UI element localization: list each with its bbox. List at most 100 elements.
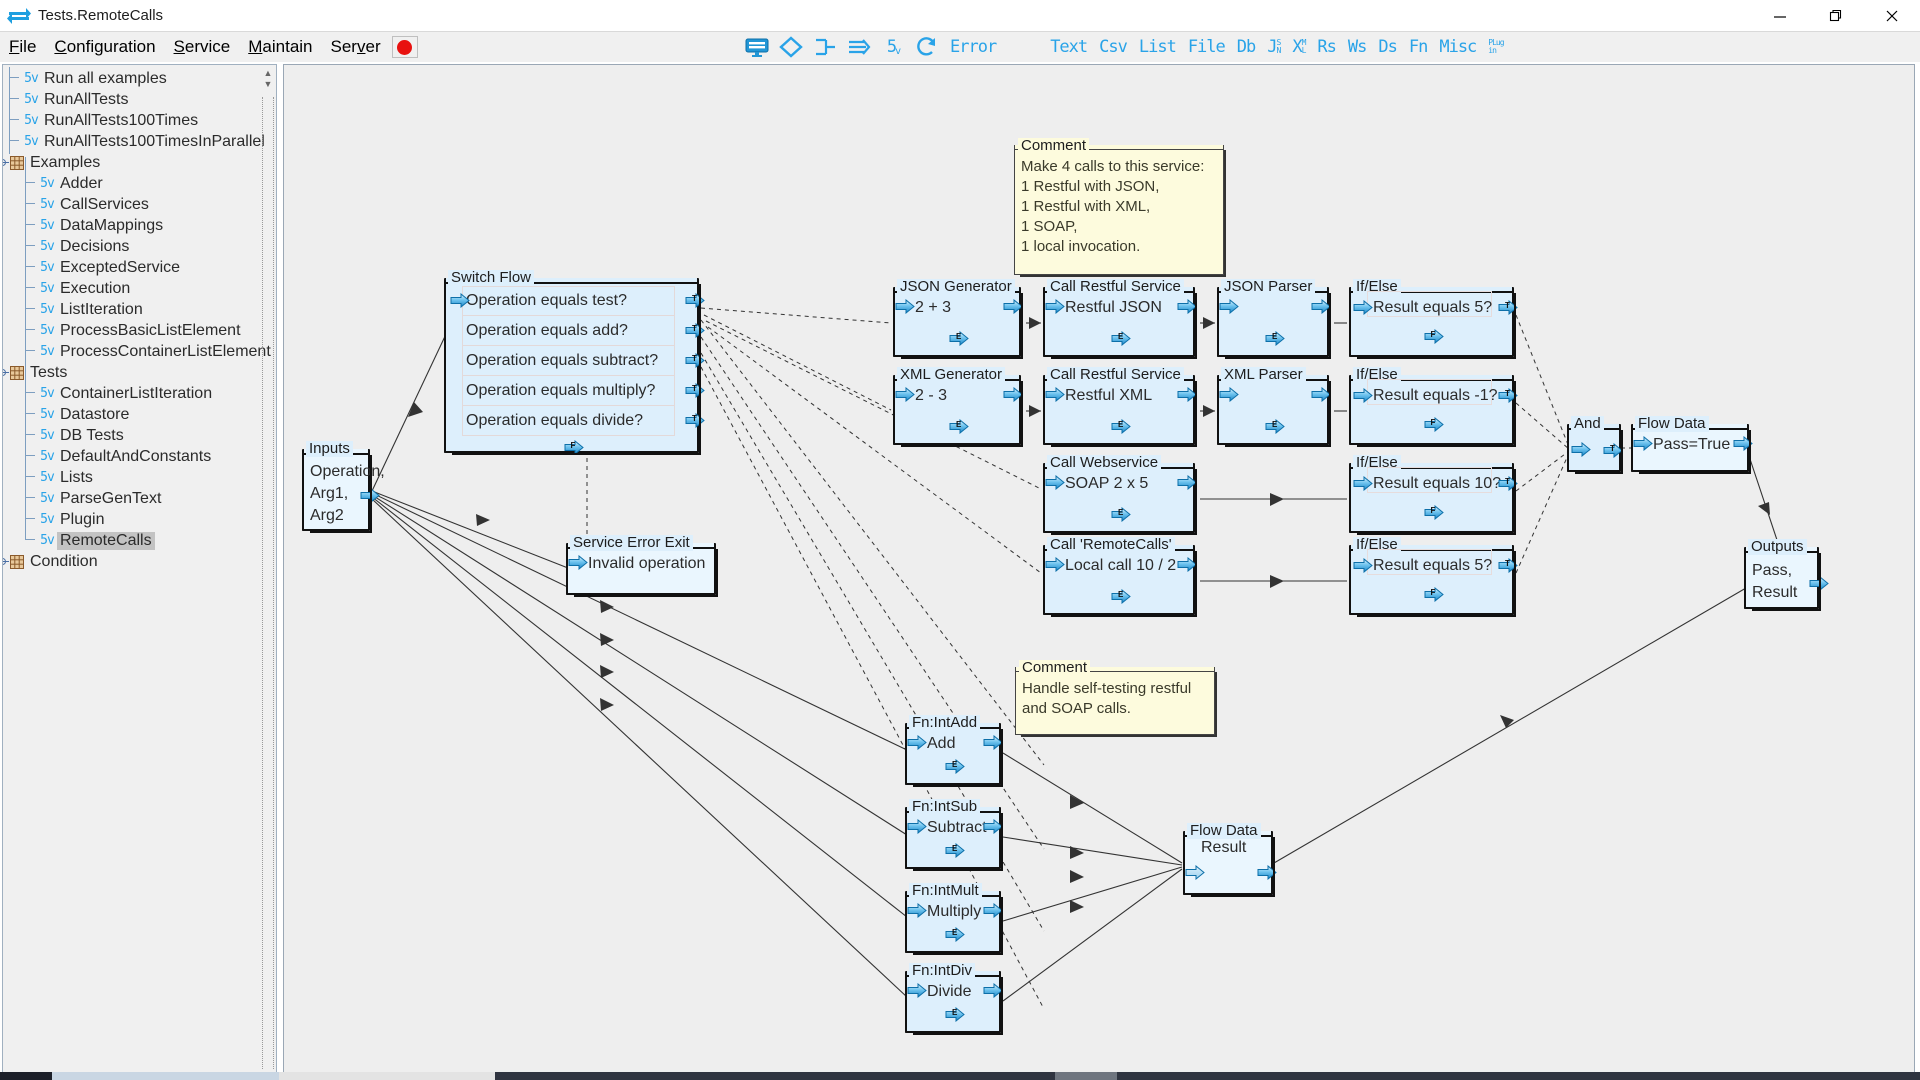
pin-arrow-icon[interactable] xyxy=(1177,475,1197,490)
pin-e-icon[interactable]: E xyxy=(945,759,965,774)
tree-vertical-scrollbar[interactable] xyxy=(262,97,274,1069)
toolbar-label-file[interactable]: File xyxy=(1187,37,1226,57)
pin-t-icon[interactable]: T xyxy=(1498,388,1518,403)
server-status-button[interactable] xyxy=(391,36,418,58)
pin-arrow-icon[interactable] xyxy=(1045,475,1065,490)
scroll-thumb-left[interactable] xyxy=(0,1072,52,1080)
pin-arrow-icon[interactable] xyxy=(1045,557,1065,572)
toolbar-label-error[interactable]: Error xyxy=(950,37,997,57)
scroll-track-canvas[interactable] xyxy=(279,1072,495,1080)
pin-arrow-icon[interactable] xyxy=(1185,865,1205,880)
toolbar-label-fn[interactable]: Fn xyxy=(1408,37,1429,57)
scroll-track-sidebar[interactable] xyxy=(52,1072,279,1080)
pin-t-icon[interactable]: T xyxy=(685,413,705,428)
pin-arrow-icon[interactable] xyxy=(568,555,588,570)
pin-arrow-icon[interactable] xyxy=(1633,436,1653,451)
menu-server[interactable]: Server xyxy=(330,37,381,56)
pin-arrow-icon[interactable] xyxy=(1311,299,1331,314)
menu-file[interactable]: File xyxy=(9,37,37,56)
tree-item-tests[interactable]: Tests xyxy=(3,362,261,383)
pin-arrow-icon[interactable] xyxy=(983,819,1003,834)
pin-e-icon[interactable]: E xyxy=(1265,419,1285,434)
pin-e-icon[interactable]: E xyxy=(1111,589,1131,604)
menu-maintain[interactable]: Maintain xyxy=(248,37,313,56)
pin-arrow-icon[interactable] xyxy=(1353,388,1373,403)
pin-arrow-icon[interactable] xyxy=(1177,557,1197,572)
pin-e-icon[interactable]: E xyxy=(949,419,969,434)
toolbar-label-misc[interactable]: Misc xyxy=(1439,37,1477,57)
pin-arrow-icon[interactable] xyxy=(1311,387,1331,402)
sub-service-5v-icon[interactable]: 5v xyxy=(886,37,901,57)
pin-arrow-icon[interactable] xyxy=(895,299,915,314)
tree-expand-handle-open[interactable] xyxy=(3,152,9,173)
pin-arrow-icon[interactable] xyxy=(895,387,915,402)
pin-e-icon[interactable]: E xyxy=(1265,331,1285,346)
pin-t-icon[interactable]: T xyxy=(685,323,705,338)
pin-t-icon[interactable]: T xyxy=(1498,476,1518,491)
pin-f-icon[interactable]: F xyxy=(1424,417,1444,432)
pin-t-icon[interactable]: T xyxy=(685,353,705,368)
pin-t-icon[interactable]: T xyxy=(685,383,705,398)
decision-icon[interactable] xyxy=(774,34,808,60)
pin-arrow-icon[interactable] xyxy=(1045,299,1065,314)
pin-t-icon[interactable]: T xyxy=(1603,443,1623,458)
switch-row-5[interactable]: Operation equals divide? xyxy=(462,406,675,436)
pin-arrow-icon[interactable] xyxy=(907,735,927,750)
switch-row-2[interactable]: Operation equals add? xyxy=(462,316,675,346)
pin-e-icon[interactable]: E xyxy=(945,927,965,942)
toolbar-label-ws[interactable]: Ws xyxy=(1347,37,1368,57)
scroll-thumb-canvas[interactable] xyxy=(495,1072,1055,1080)
pin-arrow-icon[interactable] xyxy=(983,903,1003,918)
pin-arrow-icon[interactable] xyxy=(450,293,470,308)
pin-arrow-icon[interactable] xyxy=(907,983,927,998)
scroll-track-canvas-right[interactable] xyxy=(1055,1072,1117,1080)
menu-configuration[interactable]: Configuration xyxy=(54,37,156,56)
pin-arrow-icon[interactable] xyxy=(1257,865,1277,880)
tree-expand-handle-open[interactable] xyxy=(3,362,9,383)
pin-e-icon[interactable]: E xyxy=(1111,331,1131,346)
tree-item-examples[interactable]: Examples xyxy=(3,152,261,173)
flow-icon[interactable] xyxy=(842,34,876,60)
pin-f-icon[interactable]: F xyxy=(1424,505,1444,520)
toolbar-label-csv[interactable]: Csv xyxy=(1099,37,1128,57)
pin-t-icon[interactable]: T xyxy=(685,293,705,308)
toolbar-label-ds[interactable]: Ds xyxy=(1378,37,1398,57)
pin-arrow-icon[interactable] xyxy=(907,903,927,918)
pin-f-icon[interactable]: F xyxy=(1424,587,1444,602)
pin-e-icon[interactable]: E xyxy=(945,843,965,858)
pin-arrow-icon[interactable] xyxy=(983,735,1003,750)
loop-icon[interactable] xyxy=(910,34,944,60)
pin-e-icon[interactable]: E xyxy=(1111,419,1131,434)
pin-e-icon[interactable]: E xyxy=(1111,507,1131,522)
